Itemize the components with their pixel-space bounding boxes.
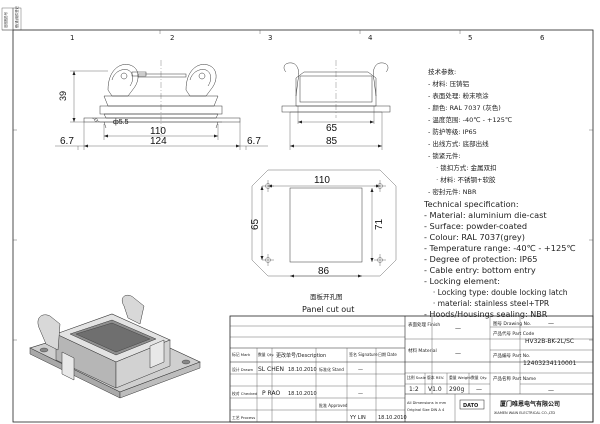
spec-en-0: Technical specification:: [423, 199, 519, 209]
spec-en-8: · Locking type: double locking latch: [428, 288, 568, 297]
cutout-caption-en: Panel cut out: [302, 305, 354, 314]
spec-cn-7: - 锁紧元件:: [428, 151, 461, 160]
drawn-label: 设计 Drawn: [232, 367, 254, 372]
spec-cn-2: - 表面处理: 粉末喷涂: [428, 91, 489, 100]
spec-cn-10: - 密封元件: NBR: [428, 187, 477, 196]
spec-cn-9: · 材料: 不锈钢+软胶: [432, 175, 496, 184]
approved-date: 18.10.2010: [378, 415, 407, 421]
checked-date: 18.10.2010: [288, 391, 317, 397]
spec-cn-8: · 锁扣方式: 金属双扣: [432, 163, 497, 172]
hdr-date: 日期 Date: [378, 351, 397, 357]
spec-en-6: - Cable entry: bottom entry: [424, 265, 536, 275]
spec-en-9: · material: stainless steel+TPR: [428, 299, 550, 308]
scale-value: 1:2: [409, 386, 419, 393]
spec-en-3: - Colour: RAL 7037(grey): [424, 232, 525, 242]
weight-label: 重量 Weight: [449, 375, 472, 380]
spec-cn-list: 技术参数: - 材料: 压铸铝 - 表面处理: 粉末喷涂 - 颜色: RAL 7…: [428, 67, 512, 196]
zone-number-5: 5: [468, 34, 472, 42]
hdr-signature: 签名 Signature: [349, 351, 378, 357]
drawn-standard: 标准化 Stand: [319, 366, 344, 372]
company-name-cn: 厦门唯恩电气有限公司: [500, 400, 560, 408]
hdr-mark: 标记 Mark: [232, 352, 251, 357]
hdr-qty: 数量 Qty.: [258, 352, 274, 357]
approved-name: YY LIN: [349, 415, 366, 421]
dims-note-1: All Dimensions in mm: [407, 401, 447, 405]
front-view: [55, 60, 268, 150]
zone-number-6: 6: [540, 34, 545, 42]
spec-cn-3: - 颜色: RAL 7037 (灰色): [428, 103, 501, 112]
rev-label: 版本 REV.: [427, 375, 444, 380]
company-logo: [459, 399, 485, 410]
spec-en-7: - Locking element:: [424, 276, 500, 286]
cutout-caption-cn: 面板开孔图: [310, 292, 343, 301]
spec-en-5: - Degree of protection: IP65: [424, 254, 537, 264]
dim-cutout-top: 110: [314, 175, 330, 186]
spec-en-4: - Temperature range: -40℃ - +125℃: [424, 243, 576, 253]
drawing-no-value: —: [548, 320, 554, 327]
part-code-value: HV32B-BK-2L/SC: [525, 338, 574, 345]
part-name-label: 产品名称 Part Name: [493, 375, 536, 382]
spec-cn-6: - 出线方式: 底部出线: [428, 139, 489, 148]
spec-en-2: - Surface: powder-coated: [424, 221, 527, 231]
dim-inner-width: 110: [150, 126, 166, 137]
part-no-value: 12403234110001: [523, 360, 577, 367]
weight-value: 290g: [449, 386, 464, 393]
dim-height: 39: [58, 91, 68, 101]
dim-cutout-left: 65: [250, 218, 261, 230]
zone-number-1: 1: [70, 34, 74, 42]
dim-cutout-bottom: 86: [318, 266, 330, 277]
dim-side-outer: 85: [326, 136, 338, 147]
checked-label: 校对 Checked: [232, 391, 258, 396]
zone-number-3: 3: [268, 34, 272, 42]
side-view: [281, 60, 391, 150]
company-logo-text: DATO: [463, 403, 478, 409]
panel-cutout: [251, 169, 397, 278]
spec-cn-5: - 防护等级: IP65: [428, 127, 477, 136]
part-name-value: —: [548, 387, 554, 394]
zone-number-4: 4: [368, 34, 373, 42]
company-name-en: XIAMEN WAIN ELECTRICAL CO.,LTD: [494, 411, 555, 415]
left-strip: 旧底图总号 借(通)用件登记: [1, 6, 22, 31]
spec-cn-0: 技术参数:: [428, 67, 456, 76]
qty-value: —: [476, 386, 482, 393]
dim-cutout-right: 71: [374, 218, 385, 230]
checked-sign-value: —: [358, 391, 363, 397]
left-strip-label-1: 旧底图总号: [3, 12, 8, 28]
hdr-change: 更改单号/Description: [276, 352, 326, 359]
drawn-date: 18.10.2010: [288, 367, 317, 373]
zone-ticks: [13, 30, 593, 341]
dim-outer-width: 124: [150, 136, 167, 147]
dim-side-inner: 65: [326, 123, 338, 134]
spec-en-list: Technical specification: - Material: alu…: [423, 199, 576, 319]
process-label: 工艺 Process: [232, 415, 255, 420]
isometric-view: [29, 295, 201, 399]
left-strip-label-2: 借(通)用件登记: [14, 6, 19, 28]
dim-hole: ф5.5: [113, 119, 129, 126]
spec-cn-1: - 材料: 压铸铝: [428, 79, 469, 88]
drawn-sign-value: —: [358, 367, 363, 373]
rev-value: V1.0: [428, 386, 442, 393]
zone-number-2: 2: [170, 34, 174, 42]
material-label: 材料 Material: [408, 347, 437, 354]
approved-label: 批准 Approved: [319, 402, 348, 408]
drawing-no-label: 图号 Drawing No.: [493, 321, 531, 327]
part-no-label: 产品编号 Part No.: [493, 352, 530, 359]
material-value: —: [455, 350, 461, 357]
title-block: [229, 315, 594, 423]
checked-name: P RAO: [262, 390, 280, 397]
finish-label: 表面处理 Finish: [408, 321, 440, 328]
dim-flange-right: 6.7: [247, 136, 261, 147]
part-code-label: 产品代号 Part Code: [493, 330, 534, 337]
spec-en-1: - Material: aluminium die-cast: [424, 210, 547, 220]
spec-en-10: - Hoods/Housings sealing: NBR: [424, 310, 548, 319]
scale-label: 比例 Scale: [407, 375, 427, 380]
finish-value: —: [455, 325, 461, 332]
dims-note-2: Original Size DIN A 4: [407, 408, 445, 412]
dim-flange-left: 6.7: [60, 136, 74, 147]
drawn-name: SL CHEN: [258, 366, 284, 373]
spec-cn-4: - 温度范围: -40℃ - +125℃: [428, 115, 512, 124]
qty-label: 数量 Qty.: [471, 375, 487, 380]
